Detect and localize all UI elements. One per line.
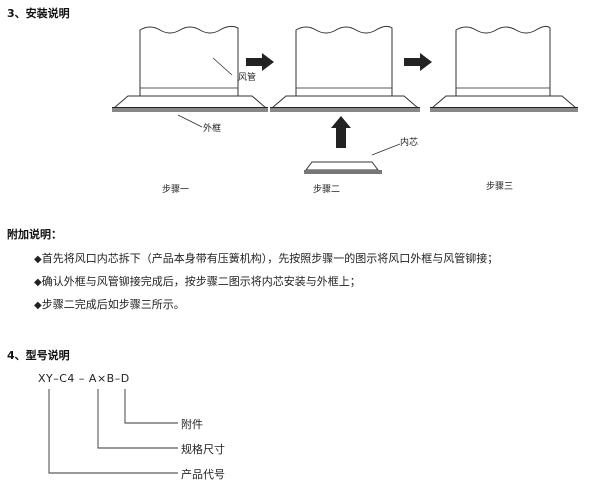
notes-heading: 附加说明： xyxy=(7,228,62,241)
step3-frame xyxy=(430,95,578,112)
step2-duct xyxy=(295,25,393,97)
label-core: 内芯 xyxy=(400,138,419,148)
note-item-3: ◆步骤二完成后如步骤三所示。 xyxy=(34,296,185,312)
step2-label: 步骤二 xyxy=(313,185,341,195)
step3-duct xyxy=(455,25,551,97)
core-leader-line xyxy=(371,143,401,156)
note-text-3: 步骤二完成后如步骤三所示。 xyxy=(41,298,185,311)
note-text-2: 确认外框与风管铆接完成后，按步骤二图示将内芯安装与外框上； xyxy=(41,275,361,288)
note-item-1: ◆首先将风口内芯拆下（产品本身带有压簧机构），先按照步骤一的图示将风口外框与风管… xyxy=(34,250,498,266)
model-legend-lines xyxy=(48,389,178,474)
note-text-1: 首先将风口内芯拆下（产品本身带有压簧机构），先按照步骤一的图示将风口外框与风管铆… xyxy=(41,252,499,265)
step1-duct xyxy=(139,25,239,97)
bullet-icon: ◆ xyxy=(34,277,42,288)
install-heading: 3、安装说明 xyxy=(7,7,70,20)
step1-frame xyxy=(112,95,268,112)
step2-frame xyxy=(270,95,420,112)
legend-size: 规格尺寸 xyxy=(181,443,225,456)
legend-product-code: 产品代号 xyxy=(181,468,225,481)
label-duct: 风管 xyxy=(238,73,257,83)
bullet-icon: ◆ xyxy=(34,254,42,265)
arrow-step1-to-step2 xyxy=(246,53,274,71)
step3-label: 步骤三 xyxy=(486,182,514,192)
arrow-core-up xyxy=(331,116,351,148)
step1-label: 步骤一 xyxy=(162,185,190,195)
model-code: XY–C4 – A×B–D xyxy=(38,372,130,385)
frame-leader-line xyxy=(177,114,203,128)
label-frame: 外框 xyxy=(203,124,222,134)
duct-leader-line xyxy=(212,57,233,76)
bullet-icon: ◆ xyxy=(34,300,42,311)
core-insert xyxy=(304,161,382,174)
model-heading: 4、型号说明 xyxy=(7,349,70,362)
arrow-step2-to-step3 xyxy=(404,53,432,71)
legend-accessory: 附件 xyxy=(181,418,203,431)
note-item-2: ◆确认外框与风管铆接完成后，按步骤二图示将内芯安装与外框上； xyxy=(34,273,361,289)
